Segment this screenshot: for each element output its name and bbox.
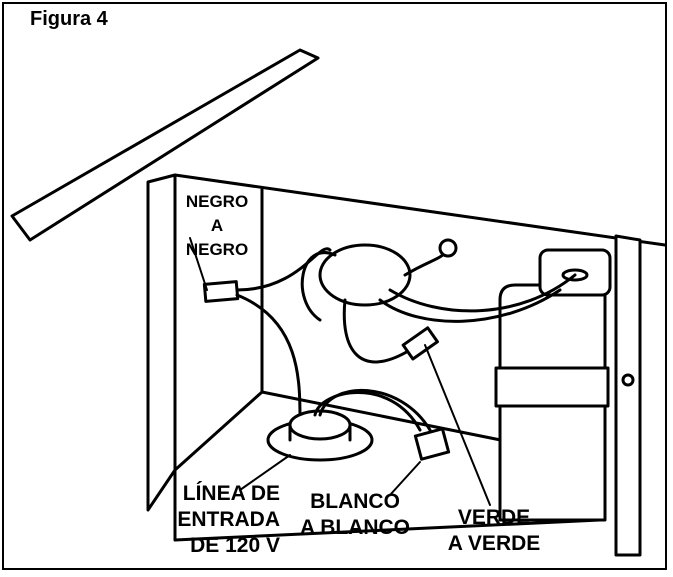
mounting-hole bbox=[621, 373, 635, 387]
label-verde-a-verde: VERDE A VERDE bbox=[447, 506, 541, 555]
black-wire bbox=[235, 247, 332, 292]
leader-blanco bbox=[389, 461, 421, 496]
label-negro-a-negro: NEGRO A NEGRO bbox=[185, 192, 249, 259]
white-wire bbox=[318, 388, 432, 432]
label-linea-entrada: LÍNEA DE ENTRADA DE 120 V bbox=[177, 482, 280, 557]
wire-loop-3 bbox=[388, 273, 577, 313]
white-connector bbox=[413, 427, 451, 461]
leader-linea bbox=[239, 454, 291, 491]
wire-loop-1 bbox=[300, 251, 337, 322]
white-wire-2 bbox=[313, 391, 422, 432]
ceiling-board bbox=[10, 48, 320, 242]
wire-coil bbox=[318, 243, 412, 307]
label-blanco-a-blanco: BLANCO A BLANCO bbox=[299, 490, 411, 539]
wire-loop-2 bbox=[378, 288, 562, 323]
box-left-wall bbox=[146, 173, 177, 512]
wire-loop-4 bbox=[342, 298, 412, 364]
ground-ring bbox=[438, 238, 458, 258]
leader-negro bbox=[189, 237, 208, 291]
box-back-top-edge bbox=[173, 173, 667, 247]
black-connector bbox=[202, 280, 240, 303]
ballast-strap bbox=[494, 366, 610, 408]
box-right-plate bbox=[614, 234, 642, 557]
leader-verde bbox=[424, 344, 491, 506]
figure-title: Figura 4 bbox=[30, 8, 108, 30]
black-wire-down bbox=[235, 293, 302, 422]
green-connector bbox=[401, 326, 439, 361]
socket-slot bbox=[561, 268, 589, 282]
lamp-socket bbox=[538, 248, 612, 297]
